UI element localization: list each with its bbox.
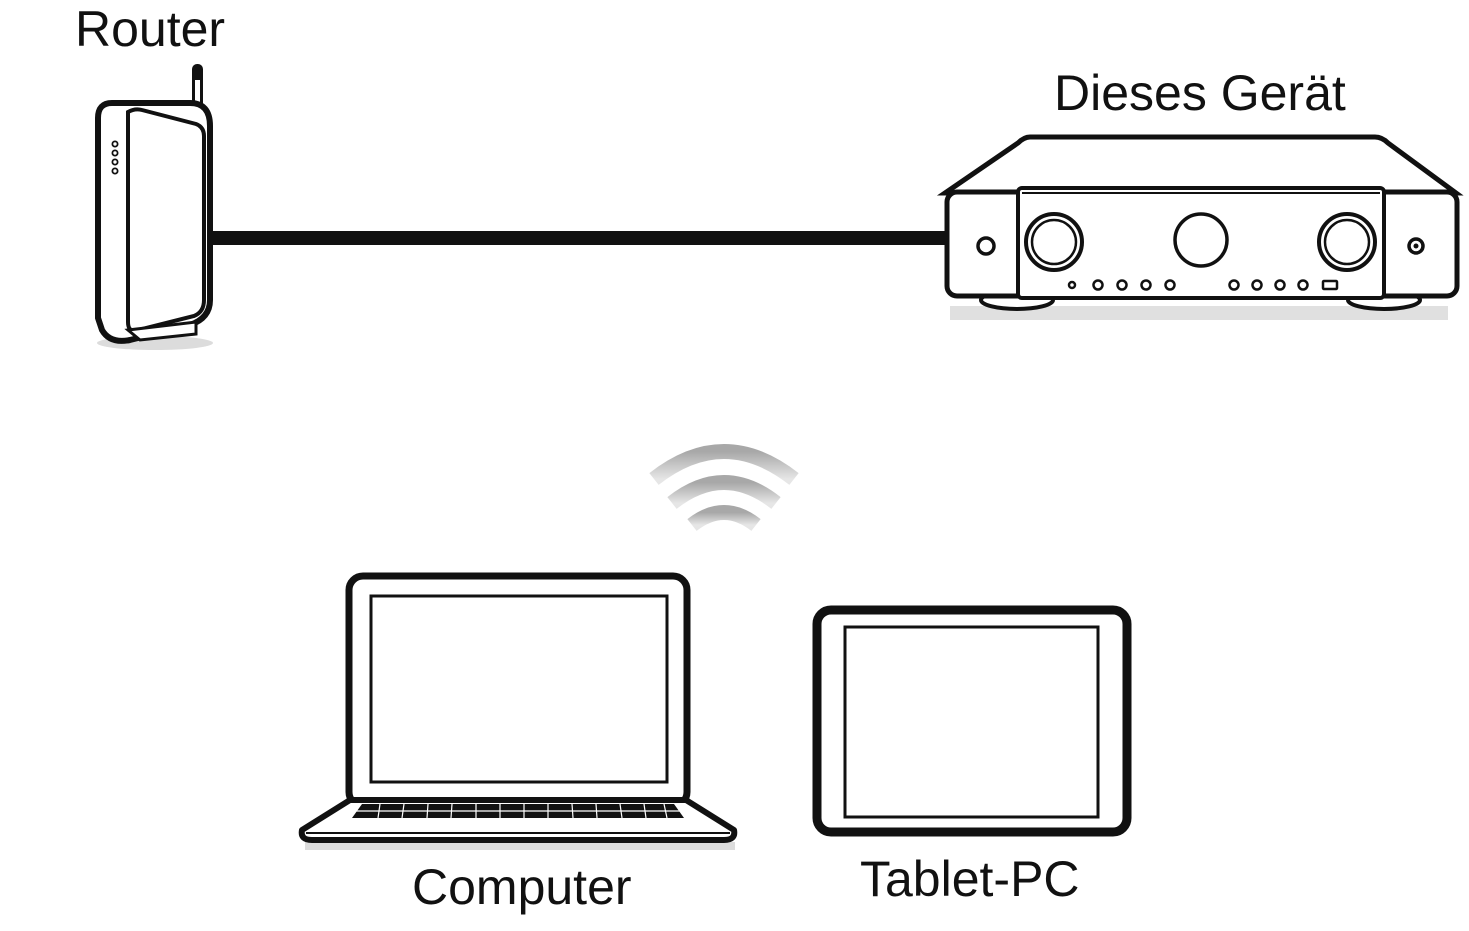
router-label: Router [75, 1, 226, 57]
wifi-signal-icon [649, 444, 799, 532]
laptop-icon [298, 572, 738, 850]
tablet-icon [812, 605, 1132, 837]
router-icon [95, 64, 213, 350]
computer-label: Computer [412, 859, 632, 915]
av-receiver-icon [936, 134, 1464, 320]
tablet-label: Tablet-PC [860, 851, 1080, 907]
device-label: Dieses Gerät [1054, 65, 1346, 121]
